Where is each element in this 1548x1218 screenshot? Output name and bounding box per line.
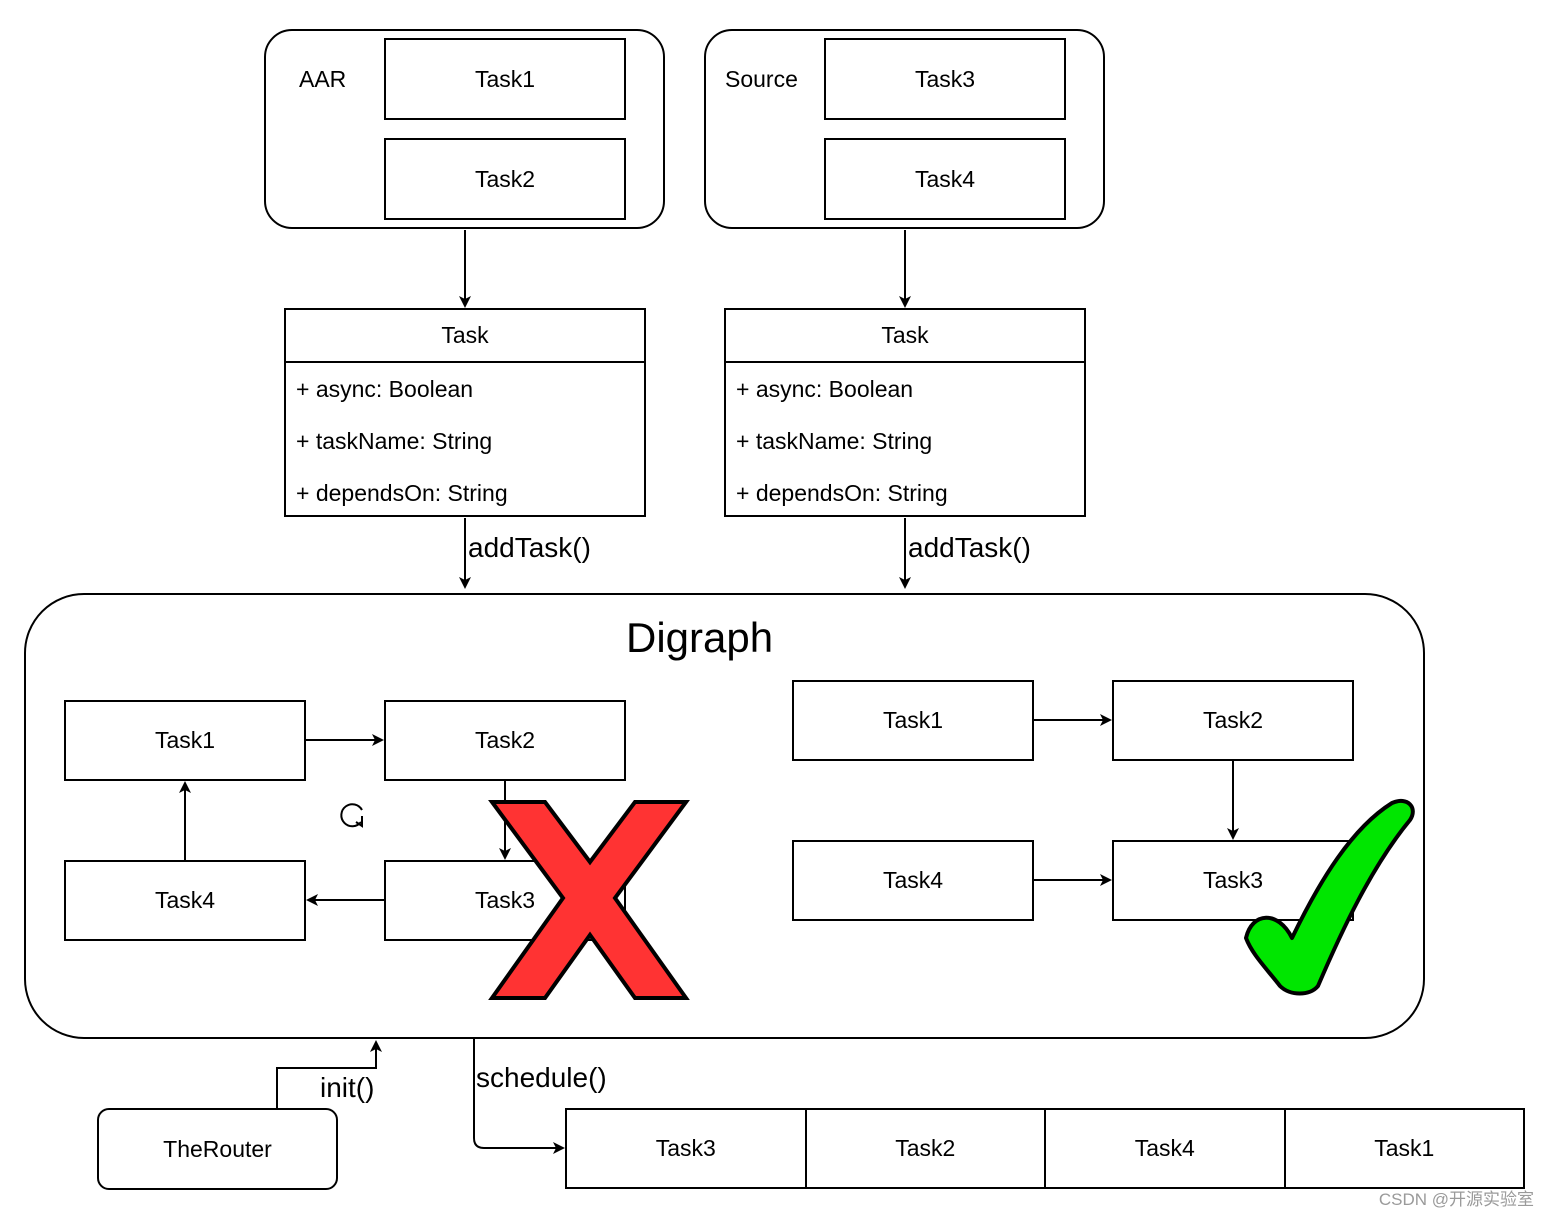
acyclic-task1[interactable]: Task1	[792, 680, 1034, 761]
queue-item[interactable]: Task1	[1283, 1110, 1524, 1187]
task-class-right[interactable]: Task + async: Boolean + taskName: String…	[724, 308, 1086, 517]
edge-label-schedule: schedule()	[476, 1062, 607, 1094]
task-attr-taskname: + taskName: String	[736, 427, 933, 454]
digraph-title: Digraph	[626, 614, 774, 661]
source-label: Source	[725, 66, 798, 92]
source-task4[interactable]: Task4	[824, 138, 1066, 220]
edge-label-addtask-right: addTask()	[908, 532, 1031, 564]
edge-schedule	[473, 1039, 565, 1154]
task-attr-taskname: + taskName: String	[296, 427, 493, 454]
source-task3[interactable]: Task3	[824, 38, 1066, 120]
edge-label-init: init()	[320, 1072, 375, 1103]
edge-label-addtask-left: addTask()	[468, 532, 591, 564]
queue-item[interactable]: Task3	[655, 1135, 716, 1161]
task-class-title: Task	[286, 310, 644, 363]
queue-item[interactable]: Task2	[804, 1110, 1045, 1187]
digraph-container	[24, 593, 1425, 1039]
aar-task1[interactable]: Task1	[384, 38, 626, 120]
queue-item[interactable]: Task4	[1044, 1110, 1284, 1187]
task-attr-dependson: + dependsOn: String	[296, 479, 508, 506]
task-attr-async: + async: Boolean	[736, 375, 914, 402]
cyclic-task1[interactable]: Task1	[64, 700, 306, 781]
aar-task2[interactable]: Task2	[384, 138, 626, 220]
aar-label: AAR	[299, 66, 347, 92]
cyclic-task2[interactable]: Task2	[384, 700, 626, 781]
task-attr-async: + async: Boolean	[296, 375, 474, 402]
task-class-left[interactable]: Task + async: Boolean + taskName: String…	[284, 308, 646, 517]
edge-init	[276, 1040, 382, 1108]
schedule-queue: Task3 Task2 Task4 Task1	[565, 1108, 1525, 1189]
check-mark-icon	[1244, 799, 1415, 996]
csdn-watermark: CSDN @开源实验室	[1378, 1190, 1534, 1209]
task-class-title: Task	[726, 310, 1084, 363]
task-attr-dependson: + dependsOn: String	[736, 479, 948, 506]
cross-mark-icon	[488, 800, 690, 1000]
acyclic-task3[interactable]: Task3	[1112, 840, 1354, 921]
refresh-cycle-icon	[340, 803, 363, 828]
cyclic-task4[interactable]: Task4	[64, 860, 306, 941]
therouter-node[interactable]: TheRouter	[97, 1108, 338, 1190]
acyclic-task4[interactable]: Task4	[792, 840, 1034, 921]
acyclic-task2[interactable]: Task2	[1112, 680, 1354, 761]
